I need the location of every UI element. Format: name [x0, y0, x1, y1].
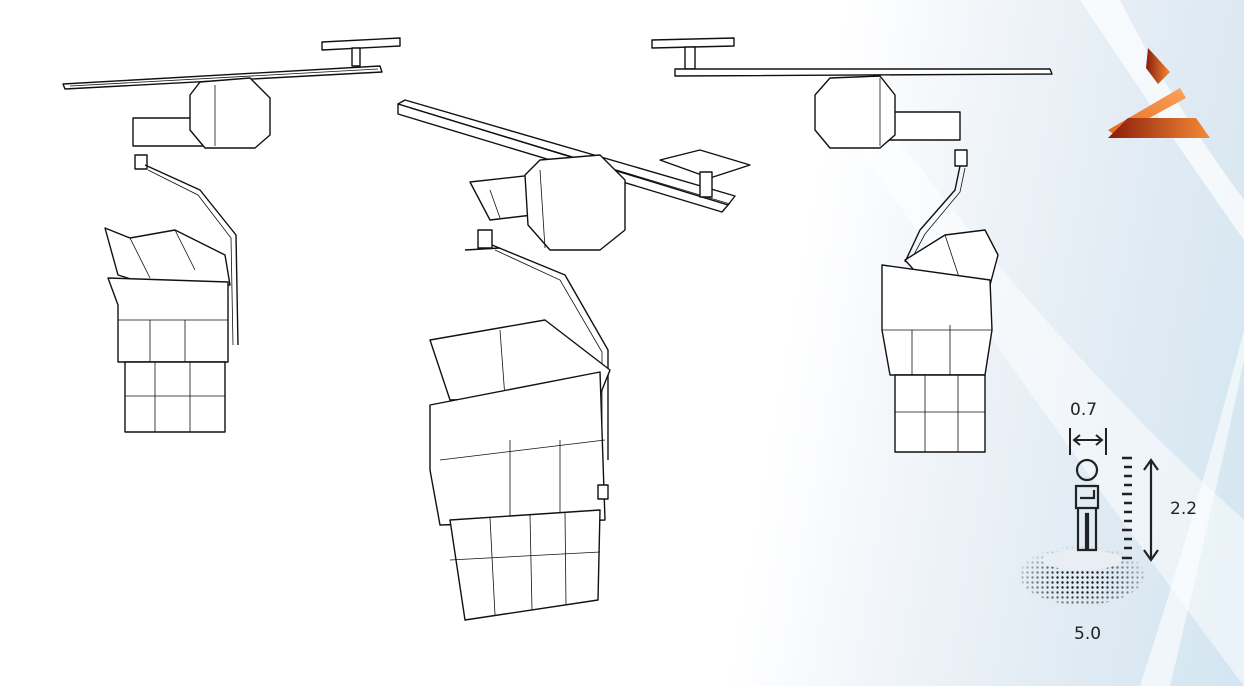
person-icon — [1074, 458, 1100, 552]
double-arrow-icon — [1069, 428, 1107, 455]
dotted-platform — [1020, 545, 1144, 605]
area-label: 5.0 — [1074, 624, 1102, 644]
ruler-icon — [1122, 456, 1132, 560]
height-arrow-icon — [1143, 458, 1159, 562]
height-label: 2.2 — [1170, 499, 1198, 519]
width-label: 0.7 — [1070, 400, 1098, 420]
